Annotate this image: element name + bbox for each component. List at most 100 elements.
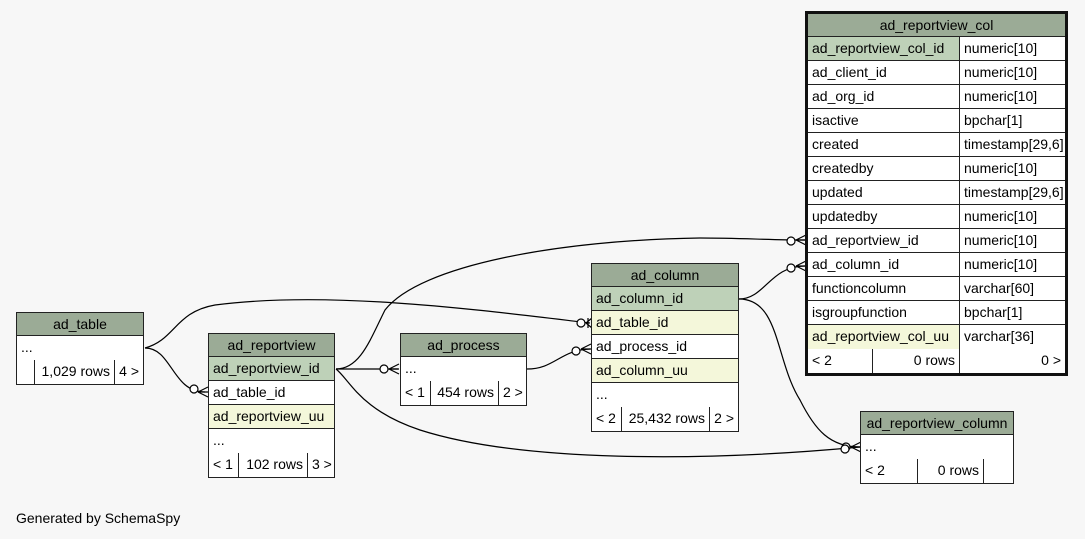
column-row[interactable]: ad_org_id numeric[10]: [808, 85, 1065, 109]
children-count[interactable]: 0 >: [959, 349, 1065, 373]
column-name[interactable]: ...: [405, 360, 417, 376]
column-row[interactable]: ad_column_id numeric[10]: [808, 253, 1065, 277]
column-name[interactable]: ad_reportview_col_uu: [808, 325, 959, 349]
column-row[interactable]: ad_reportview_id: [209, 357, 334, 381]
column-row[interactable]: ad_table_id: [592, 311, 738, 335]
children-count[interactable]: 2 >: [709, 407, 738, 431]
table-title[interactable]: ad_reportview_column: [861, 412, 1013, 435]
marker-ad-process-ad-reportview: [379, 364, 389, 374]
table-title[interactable]: ad_reportview_col: [808, 14, 1065, 37]
table-ad-table[interactable]: ad_table ... 1,029 rows 4 >: [16, 312, 144, 385]
column-name[interactable]: ad_column_id: [592, 287, 738, 310]
column-name[interactable]: ...: [596, 386, 608, 402]
parents-count[interactable]: [17, 360, 34, 384]
column-name[interactable]: isgroupfunction: [812, 304, 907, 320]
children-count[interactable]: 2 >: [498, 381, 526, 405]
column-row[interactable]: ad_reportview_id numeric[10]: [808, 229, 1065, 253]
row-count: 454 rows: [430, 381, 498, 405]
column-name[interactable]: ad_column_id: [812, 256, 900, 272]
parents-count[interactable]: < 1: [213, 456, 233, 472]
column-row[interactable]: ad_reportview_uu: [209, 405, 334, 429]
table-title[interactable]: ad_column: [592, 264, 738, 287]
parents-count[interactable]: < 2: [596, 410, 616, 426]
column-name[interactable]: ...: [213, 432, 225, 448]
column-name[interactable]: ad_reportview_col_id: [808, 37, 959, 60]
column-row[interactable]: ad_column_uu: [592, 359, 738, 383]
table-footer: < 1 454 rows 2 >: [401, 381, 526, 405]
column-name[interactable]: ad_reportview_id: [209, 357, 334, 380]
table-ad-process[interactable]: ad_process ... < 1 454 rows 2 >: [400, 333, 527, 406]
column-name[interactable]: ad_table_id: [213, 384, 286, 400]
column-type: bpchar[1]: [959, 301, 1065, 324]
table-footer: < 2 25,432 rows 2 >: [592, 407, 738, 431]
column-name[interactable]: ad_client_id: [812, 64, 887, 80]
column-type: numeric[10]: [959, 85, 1065, 108]
column-row[interactable]: updatedby numeric[10]: [808, 205, 1065, 229]
parents-count[interactable]: < 2: [865, 462, 885, 478]
edge-ad-reportview-to-reportview-col: [335, 237, 806, 370]
column-row[interactable]: ...: [592, 383, 738, 407]
column-row[interactable]: ...: [401, 357, 526, 381]
column-name[interactable]: functioncolumn: [812, 280, 907, 296]
table-title[interactable]: ad_reportview: [209, 334, 334, 357]
table-ad-reportview-column[interactable]: ad_reportview_column ... < 2 0 rows: [860, 411, 1014, 484]
column-type: timestamp[29,6]: [959, 133, 1065, 156]
column-name[interactable]: ...: [865, 438, 877, 454]
marker-ad-column-process-id: [571, 346, 581, 356]
generated-by-label: Generated by SchemaSpy: [16, 510, 181, 526]
table-ad-reportview[interactable]: ad_reportview ad_reportview_id ad_table_i…: [208, 333, 335, 478]
table-footer: < 2 0 rows: [861, 459, 1013, 483]
column-row[interactable]: ...: [17, 336, 143, 360]
edge-ad-process-to-ad-column: [526, 348, 591, 370]
column-row[interactable]: ...: [209, 429, 334, 453]
column-name[interactable]: updated: [812, 184, 863, 200]
column-row[interactable]: functioncolumn varchar[60]: [808, 277, 1065, 301]
column-name[interactable]: created: [812, 136, 859, 152]
table-footer: 1,029 rows 4 >: [17, 360, 143, 384]
children-count[interactable]: [983, 459, 1013, 483]
marker-reportview-column-b: [840, 444, 850, 454]
row-count: 0 rows: [917, 459, 983, 483]
edge-ad-reportview-to-reportview-column: [335, 368, 861, 458]
row-count: 0 rows: [872, 349, 959, 373]
column-type: numeric[10]: [959, 229, 1065, 252]
column-type: numeric[10]: [959, 205, 1065, 228]
column-row[interactable]: isgroupfunction bpchar[1]: [808, 301, 1065, 325]
table-title[interactable]: ad_process: [401, 334, 526, 357]
children-count[interactable]: 4 >: [114, 360, 143, 384]
column-type: varchar[36]: [959, 325, 1065, 349]
column-name[interactable]: ad_reportview_id: [812, 232, 919, 248]
column-name[interactable]: ad_process_id: [596, 338, 688, 354]
column-name[interactable]: isactive: [812, 112, 859, 128]
parents-count[interactable]: < 2: [812, 352, 832, 368]
row-count: 1,029 rows: [34, 360, 114, 384]
column-type: varchar[60]: [959, 277, 1065, 300]
column-type: numeric[10]: [959, 253, 1065, 276]
column-name[interactable]: ad_table_id: [592, 311, 738, 334]
column-name[interactable]: updatedby: [812, 208, 878, 224]
table-title[interactable]: ad_table: [17, 313, 143, 336]
column-name[interactable]: createdby: [812, 160, 874, 176]
marker-ad-reportview-table-id: [189, 384, 199, 394]
column-name[interactable]: ad_org_id: [812, 88, 875, 104]
column-row[interactable]: ad_table_id: [209, 381, 334, 405]
column-name[interactable]: ad_reportview_uu: [209, 405, 334, 428]
row-count: 25,432 rows: [621, 407, 709, 431]
column-row[interactable]: created timestamp[29,6]: [808, 133, 1065, 157]
column-row[interactable]: ad_process_id: [592, 335, 738, 359]
column-row[interactable]: ...: [861, 435, 1013, 459]
edge-ad-column-to-reportview-col: [738, 265, 806, 300]
parents-count[interactable]: < 1: [405, 384, 425, 400]
column-name[interactable]: ...: [21, 339, 33, 355]
column-row[interactable]: ad_column_id: [592, 287, 738, 311]
column-name[interactable]: ad_column_uu: [592, 359, 738, 382]
children-count[interactable]: 3 >: [307, 453, 334, 477]
